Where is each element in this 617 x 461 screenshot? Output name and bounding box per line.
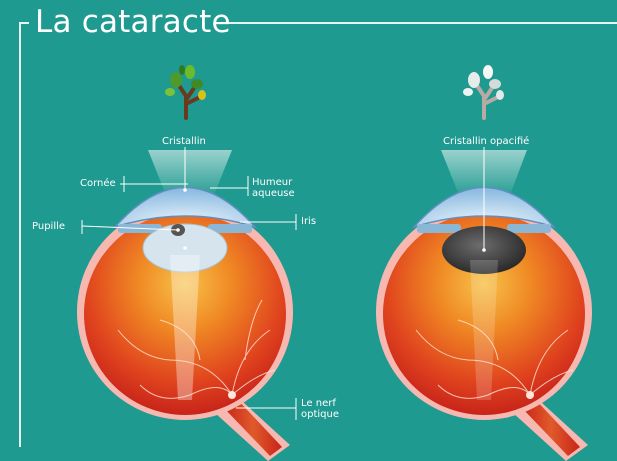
label-aqueous-1: Humeur [252,177,292,188]
label-pupil: Pupille [32,221,65,232]
label-iris: Iris [301,216,316,227]
tree-healthy-icon [165,65,206,118]
label-nerve-2: optique [301,409,339,420]
label-aqueous-2: aqueuse [252,188,295,199]
healthy-eye [77,65,296,461]
cataract-eye [376,65,592,461]
label-lens-opacified: Cristallin opacifié [443,136,529,147]
label-cornea: Cornée [80,178,116,189]
label-nerve-1: Le nerf [301,398,336,409]
tree-pale-icon [463,65,504,118]
label-lens: Cristallin [162,136,206,147]
